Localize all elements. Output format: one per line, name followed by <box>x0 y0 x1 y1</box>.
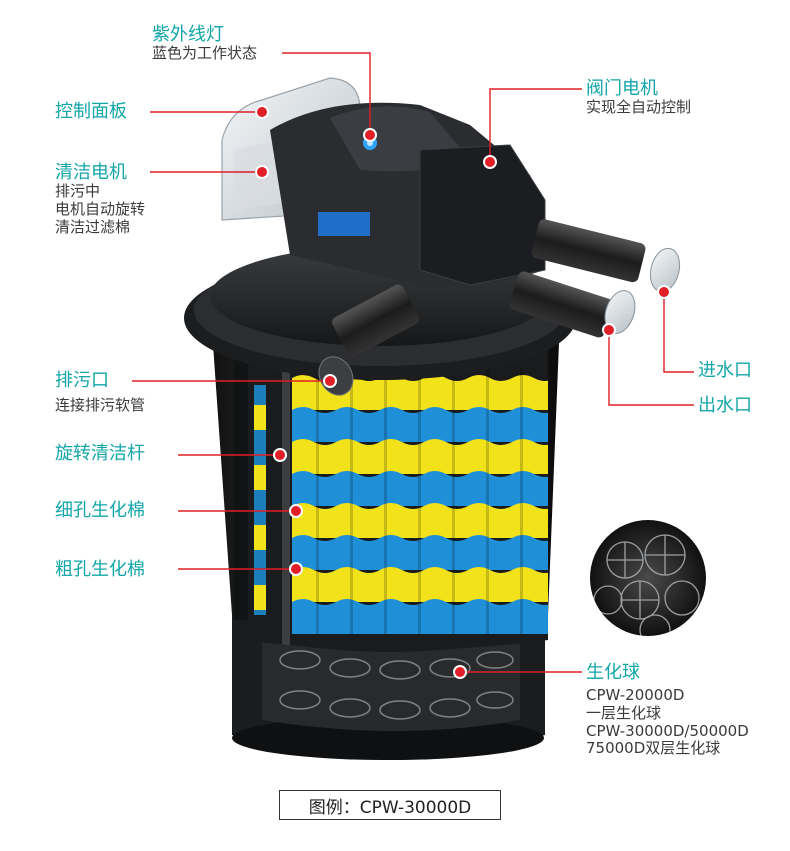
sponge-rib <box>350 368 353 634</box>
label-drain-outlet: 排污口 连接排污软管 <box>55 370 146 415</box>
fine-sponge-band <box>292 375 548 410</box>
bio-ball-chamber <box>262 638 520 731</box>
cleaning-motor-dot <box>255 165 269 179</box>
sponge-rib <box>418 368 421 634</box>
water-inlet-dot <box>657 285 671 299</box>
coarse-sponge-band <box>292 535 548 570</box>
uv-lamp-leader <box>282 52 371 135</box>
sponge-rib <box>452 368 455 634</box>
model-caption: 图例：CPW-30000D <box>279 790 501 820</box>
rotating-rod-dot <box>273 448 287 462</box>
label-rotating-rod: 旋转清洁杆 <box>55 443 145 464</box>
bio-ball-inset <box>590 520 706 636</box>
label-uv-lamp: 紫外线灯 蓝色为工作状态 <box>152 24 258 63</box>
coarse-sponge-dot <box>289 562 303 576</box>
label-cleaning-motor: 清洁电机 排污中 电机自动旋转 清洁过滤棉 <box>55 162 146 236</box>
coarse-sponge-band <box>292 599 548 634</box>
fine-sponge-band <box>292 439 548 474</box>
coarse-sponge-band <box>292 471 548 506</box>
drain-outlet-dot <box>323 374 337 388</box>
sponge-rib <box>316 368 319 634</box>
bio-balls-dot <box>453 665 467 679</box>
control-panel-dot <box>255 105 269 119</box>
label-fine-sponge: 细孔生化棉 <box>55 500 145 521</box>
fine-sponge-band <box>292 503 548 538</box>
valve-motor-block <box>419 144 546 286</box>
coarse-sponge-band <box>292 407 548 442</box>
label-bio-balls: 生化球 CPW-20000D 一层生化球 CPW-30000D/50000D 7… <box>586 662 749 758</box>
sponge-section <box>242 350 548 650</box>
water-outlet-leader <box>608 330 694 406</box>
sponge-rib <box>384 368 387 634</box>
label-water-inlet: 进水口 <box>698 360 752 381</box>
water-inlet-leader <box>663 292 694 373</box>
label-valve-motor: 阀门电机 实现全自动控制 <box>586 78 692 117</box>
fine-sponge-band <box>292 567 548 602</box>
label-coarse-sponge: 粗孔生化棉 <box>55 559 145 580</box>
fine-sponge-dot <box>289 504 303 518</box>
label-control-panel: 控制面板 <box>55 101 127 122</box>
label-water-outlet: 出水口 <box>698 395 752 416</box>
blue-strip <box>318 212 370 236</box>
water-outlet-dot <box>602 323 616 337</box>
water-outlet-pipe <box>509 271 636 338</box>
uv-lamp-dot <box>363 128 377 142</box>
valve-motor-dot <box>483 155 497 169</box>
valve-motor-leader <box>489 88 582 160</box>
sponge-rib <box>520 368 523 634</box>
sponge-rib <box>486 368 489 634</box>
